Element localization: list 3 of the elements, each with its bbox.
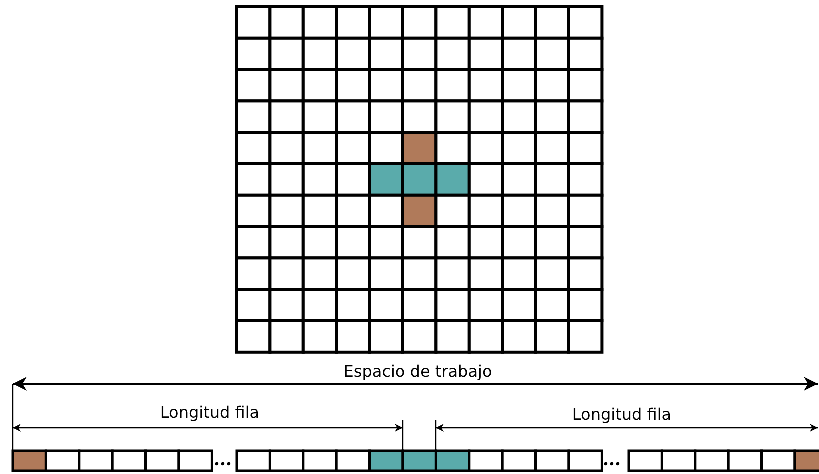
dimension-label: Longitud fila [572,405,672,424]
dimension-label: Longitud fila [160,403,260,422]
dimension-label: Espacio de trabajo [344,362,492,381]
